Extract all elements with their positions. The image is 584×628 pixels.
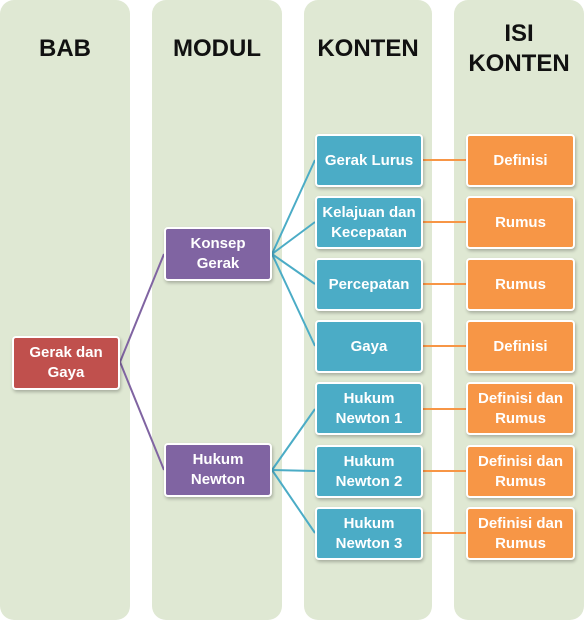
modul-node-hukum-newton: Hukum Newton bbox=[164, 443, 272, 497]
column-modul: MODUL bbox=[152, 0, 282, 620]
connector-modul-konten-3 bbox=[271, 253, 316, 285]
konten-node-gerak-lurus: Gerak Lurus bbox=[315, 134, 423, 187]
connector-modul-konten-5 bbox=[271, 408, 316, 471]
isi-node-4: Definisi bbox=[466, 320, 575, 373]
konten-node-hukum-newton-2: Hukum Newton 2 bbox=[315, 445, 423, 498]
bab-node: Gerak dan Gaya bbox=[12, 336, 120, 390]
konten-node-gaya: Gaya bbox=[315, 320, 423, 373]
isi-node-3: Rumus bbox=[466, 258, 575, 311]
isi-node-1: Definisi bbox=[466, 134, 575, 187]
connector-modul-konten-4 bbox=[271, 253, 316, 347]
isi-node-2: Rumus bbox=[466, 196, 575, 249]
column-bab: BAB bbox=[0, 0, 130, 620]
connector-modul-konten-2 bbox=[271, 221, 316, 255]
column-header-konten: KONTEN bbox=[317, 35, 419, 62]
connector-bab-konsep-gerak bbox=[119, 253, 165, 363]
konten-node-percepatan: Percepatan bbox=[315, 258, 423, 311]
isi-node-7: Definisi dan Rumus bbox=[466, 507, 575, 560]
konten-node-kelajuan: Kelajuan dan Kecepatan bbox=[315, 196, 423, 249]
isi-node-6: Definisi dan Rumus bbox=[466, 445, 575, 498]
column-header-bab: BAB bbox=[39, 35, 91, 62]
konten-node-hukum-newton-1: Hukum Newton 1 bbox=[315, 382, 423, 435]
konten-node-hukum-newton-3: Hukum Newton 3 bbox=[315, 507, 423, 560]
connector-modul-konten-7 bbox=[271, 469, 316, 534]
modul-node-konsep-gerak: Konsep Gerak bbox=[164, 227, 272, 281]
column-header-isi-konten: ISI KONTEN bbox=[468, 20, 570, 77]
connector-bab-hukum-newton bbox=[119, 361, 165, 471]
column-header-modul: MODUL bbox=[173, 35, 261, 62]
connector-modul-konten-6 bbox=[271, 469, 316, 472]
isi-node-5: Definisi dan Rumus bbox=[466, 382, 575, 435]
connector-modul-konten-1 bbox=[271, 159, 316, 255]
